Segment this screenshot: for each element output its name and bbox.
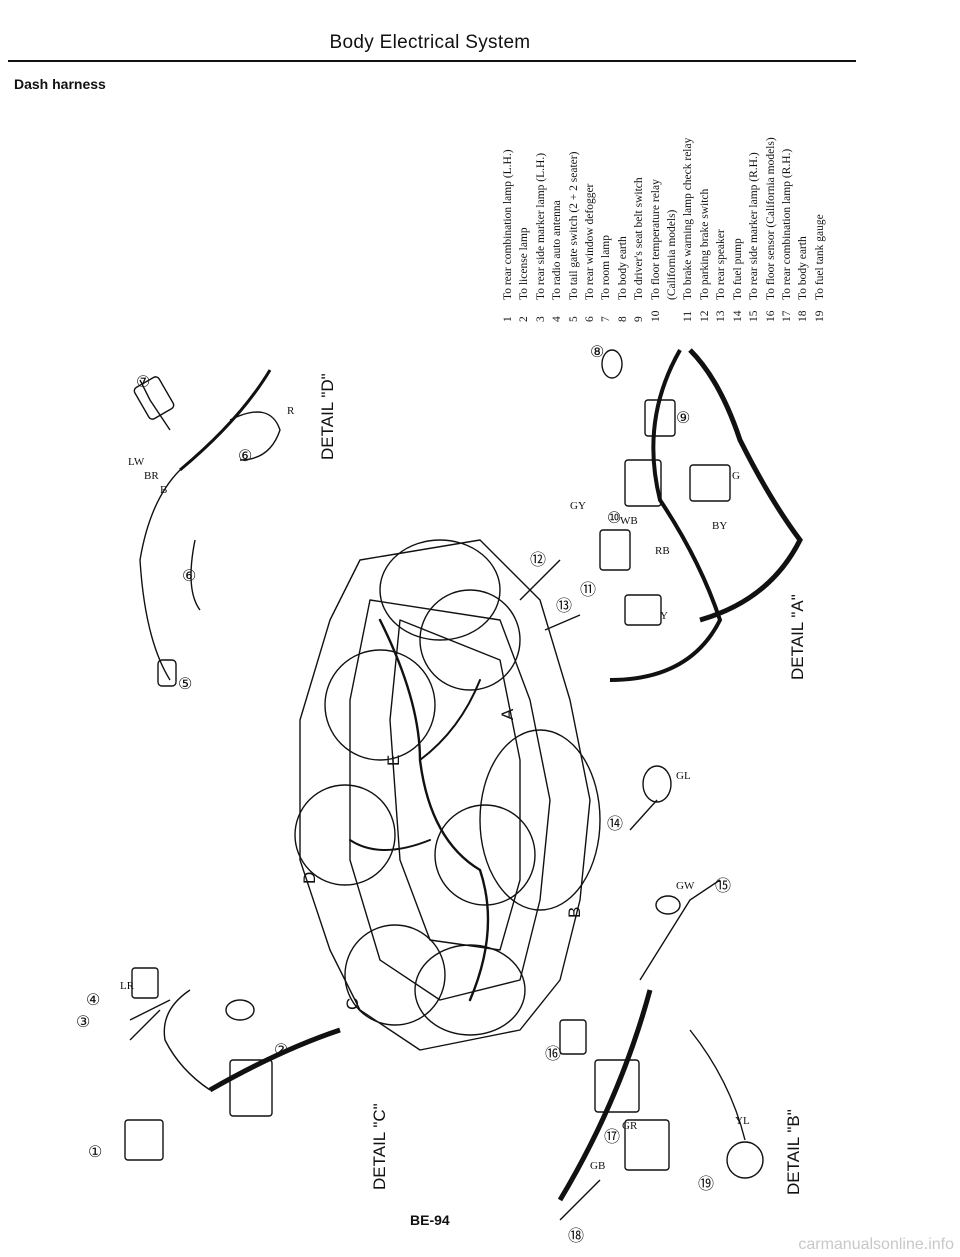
detail-d-wire-5 xyxy=(139,469,181,681)
detail-a-wire-13 xyxy=(544,614,581,631)
detail-a-harness-main xyxy=(688,348,803,623)
detail-a-connector-9 xyxy=(644,399,676,437)
detail-a-wire-14 xyxy=(629,799,658,831)
wire-code-br: BR xyxy=(144,470,159,482)
callout-10: ⑩ xyxy=(607,510,622,527)
wire-code-gl: GL xyxy=(676,770,691,782)
detail-d-harness xyxy=(179,369,272,472)
wire-code-y: Y xyxy=(660,610,668,622)
detail-c-label: DETAIL "C" xyxy=(370,1103,389,1190)
car-letter-d: D xyxy=(300,871,319,884)
car-letter-c: C xyxy=(343,997,362,1010)
car-body-outline xyxy=(299,539,591,1051)
page-number: BE-94 xyxy=(410,1212,450,1228)
car-letter-b: B xyxy=(565,906,584,918)
wheel-arch-rear-2 xyxy=(414,944,526,1036)
detail-b-label: DETAIL "B" xyxy=(784,1109,803,1195)
harness-branch xyxy=(349,679,481,851)
detail-b-connector-16 xyxy=(594,1059,640,1113)
wire-code-lr: LR xyxy=(120,980,135,992)
wire-code-gw: GW xyxy=(676,880,695,892)
detail-b-grommet-15 xyxy=(655,895,681,915)
detail-a-terminal-8 xyxy=(601,349,623,379)
wheel-arch-rear xyxy=(379,539,501,641)
callout-13: ⑬ xyxy=(556,598,573,615)
detail-a-grommet-14 xyxy=(642,765,672,803)
callout-12: ⑫ xyxy=(530,552,547,569)
detail-b-wire-15 xyxy=(639,879,721,981)
detail-d-wire-6a xyxy=(190,539,201,611)
callout-11: ⑪ xyxy=(580,582,597,599)
detail-circle-b xyxy=(434,804,536,906)
wire-code-rb: RB xyxy=(655,545,670,557)
detail-c-connector-1 xyxy=(229,1059,273,1117)
detail-a-wire-12 xyxy=(519,559,561,601)
car-window-line xyxy=(389,619,521,951)
callout-9: ⑨ xyxy=(676,410,691,427)
detail-circle-d xyxy=(294,784,396,886)
callout-16: ⑯ xyxy=(545,1046,562,1063)
detail-circle-e xyxy=(324,649,436,761)
wire-code-by: BY xyxy=(712,520,728,532)
harness-main xyxy=(378,618,490,1002)
callout-18: ⑱ xyxy=(568,1228,585,1245)
detail-a-connector-relay xyxy=(689,464,731,502)
detail-c-connector-4 xyxy=(131,967,159,999)
wire-code-lw: LW xyxy=(128,456,145,468)
callout-1: ① xyxy=(88,1144,103,1161)
detail-d-connector-7 xyxy=(133,376,175,420)
callout-8: ⑧ xyxy=(590,344,605,361)
detail-d-wire-6b xyxy=(229,411,281,461)
callout-15: ⑮ xyxy=(715,878,732,895)
callout-6b: ⑥ xyxy=(238,448,253,465)
callout-2: ② xyxy=(274,1042,289,1059)
detail-c-wire-3 xyxy=(129,999,171,1041)
detail-circle-c xyxy=(344,924,446,1026)
callout-7: ⑦ xyxy=(136,374,151,391)
wire-code-gb: GB xyxy=(590,1160,606,1172)
callout-14: ⑭ xyxy=(607,816,624,833)
wire-code-g: G xyxy=(732,470,740,482)
detail-b-connector-19 xyxy=(726,1141,764,1179)
detail-a-harness xyxy=(609,349,723,682)
wire-code-b: B xyxy=(160,484,168,496)
callout-5: ⑤ xyxy=(178,676,193,693)
detail-a-connector-10 xyxy=(624,459,662,507)
detail-circle-a xyxy=(419,589,521,691)
callout-19: ⑲ xyxy=(698,1176,715,1193)
wire-code-gr: GR xyxy=(622,1120,638,1132)
detail-b-connector-17 xyxy=(624,1119,670,1171)
detail-b-connector-floor xyxy=(559,1019,587,1055)
detail-d-wire-7 xyxy=(139,379,171,431)
detail-b-wire-18 xyxy=(559,1179,601,1221)
detail-a-label: DETAIL "A" xyxy=(788,594,807,680)
detail-c-connector-sock xyxy=(124,1119,164,1161)
car-roof-line xyxy=(349,599,551,1001)
wire-code-r: R xyxy=(287,405,295,417)
car-letter-a: A xyxy=(498,708,517,720)
wheel-arch-front xyxy=(479,729,601,911)
detail-d-label: DETAIL "D" xyxy=(318,373,337,460)
wire-code-yl: YL xyxy=(735,1115,750,1127)
callout-3: ③ xyxy=(76,1014,91,1031)
detail-c-wire-1 xyxy=(163,989,211,1091)
wire-code-wb: WB xyxy=(620,515,638,527)
callout-4: ④ xyxy=(86,992,101,1009)
detail-a-connector-11 xyxy=(599,529,631,571)
callout-17: ⑰ xyxy=(604,1129,621,1146)
section-title: Dash harness xyxy=(14,76,106,92)
car-letter-e: E xyxy=(384,754,403,766)
detail-c-grommet-2 xyxy=(225,999,255,1021)
detail-a-connector-13 xyxy=(624,594,662,626)
header-divider xyxy=(8,60,856,62)
callout-6a: ⑥ xyxy=(182,568,197,585)
detail-c-harness xyxy=(208,1027,341,1093)
page-title: Body Electrical System xyxy=(329,32,531,53)
wire-code-gy: GY xyxy=(570,500,586,512)
detail-b-wire-19 xyxy=(689,1029,746,1141)
detail-b-harness xyxy=(557,989,653,1202)
watermark: carmanualsonline.info xyxy=(798,1236,954,1253)
detail-d-connector-5 xyxy=(157,659,177,687)
